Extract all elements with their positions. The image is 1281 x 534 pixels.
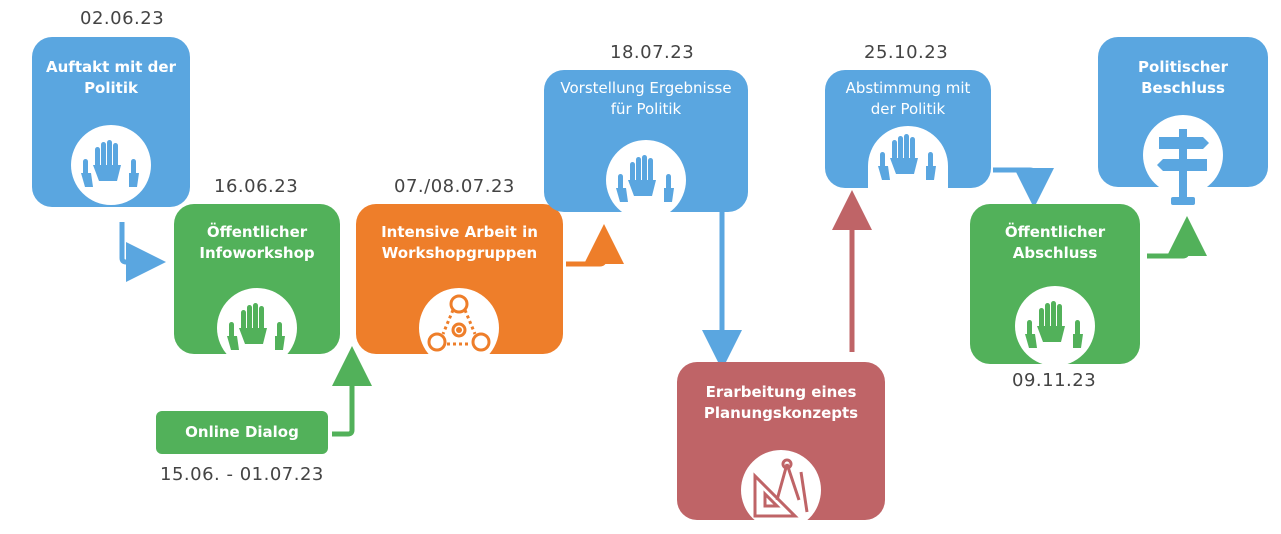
arrow-abstimmung-to-abschluss bbox=[993, 167, 1054, 208]
step-arbeit-label: Intensive Arbeit in Workshopgruppen bbox=[381, 223, 538, 262]
raised-hands-icon bbox=[606, 140, 686, 220]
arrow-online-to-arbeit bbox=[332, 346, 372, 437]
step-infoworkshop: Öffentlicher Infoworkshop bbox=[174, 204, 340, 368]
auftakt-date: 02.06.23 bbox=[80, 8, 165, 29]
step-abschluss-label: Öffentlicher Abschluss bbox=[1004, 223, 1106, 262]
step-beschluss: Politischer Beschluss bbox=[1098, 37, 1268, 205]
abstimmung-date: 25.10.23 bbox=[864, 42, 949, 63]
vorstellung-date: 18.07.23 bbox=[610, 42, 695, 63]
step-arbeit: Intensive Arbeit in Workshopgruppen bbox=[356, 204, 563, 368]
step-online-dialog: Online Dialog bbox=[156, 411, 328, 454]
step-beschluss-label: Politischer Beschluss bbox=[1138, 58, 1228, 97]
step-auftakt: Auftakt mit der Politik bbox=[32, 37, 190, 207]
raised-hands-icon bbox=[868, 126, 948, 188]
arrow-abschluss-to-beschluss bbox=[1147, 216, 1207, 259]
step-auftakt-label: Auftakt mit der Politik bbox=[46, 58, 176, 97]
infoworkshop-date: 16.06.23 bbox=[214, 176, 299, 197]
drafting-tools-icon bbox=[741, 450, 821, 530]
step-abstimmung: Abstimmung mit der Politik bbox=[825, 70, 991, 188]
arrow-arbeit-to-vorstellung bbox=[566, 224, 624, 267]
step-vorstellung-label: Vorstellung Ergebnisse für Politik bbox=[560, 79, 732, 118]
raised-hands-icon bbox=[1015, 286, 1095, 366]
arbeit-date: 07./08.07.23 bbox=[394, 176, 515, 197]
online-dialog-date: 15.06. - 01.07.23 bbox=[160, 464, 324, 485]
signpost-icon bbox=[1143, 115, 1223, 215]
step-abschluss: Öffentlicher Abschluss bbox=[970, 204, 1140, 366]
step-vorstellung: Vorstellung Ergebnisse für Politik bbox=[544, 70, 748, 220]
raised-hands-icon bbox=[71, 125, 151, 205]
step-infoworkshop-label: Öffentlicher Infoworkshop bbox=[199, 223, 315, 262]
group-network-icon bbox=[419, 288, 499, 368]
arrow-auftakt-to-infoworkshop bbox=[119, 222, 166, 282]
step-planungskonzept-label: Erarbeitung eines Planungskonzepts bbox=[703, 383, 859, 422]
raised-hands-icon bbox=[217, 288, 297, 368]
step-planungskonzept: Erarbeitung eines Planungskonzepts bbox=[677, 362, 885, 530]
step-online-dialog-label: Online Dialog bbox=[185, 423, 299, 441]
step-abstimmung-label: Abstimmung mit der Politik bbox=[845, 79, 971, 118]
abschluss-date: 09.11.23 bbox=[1012, 370, 1097, 391]
